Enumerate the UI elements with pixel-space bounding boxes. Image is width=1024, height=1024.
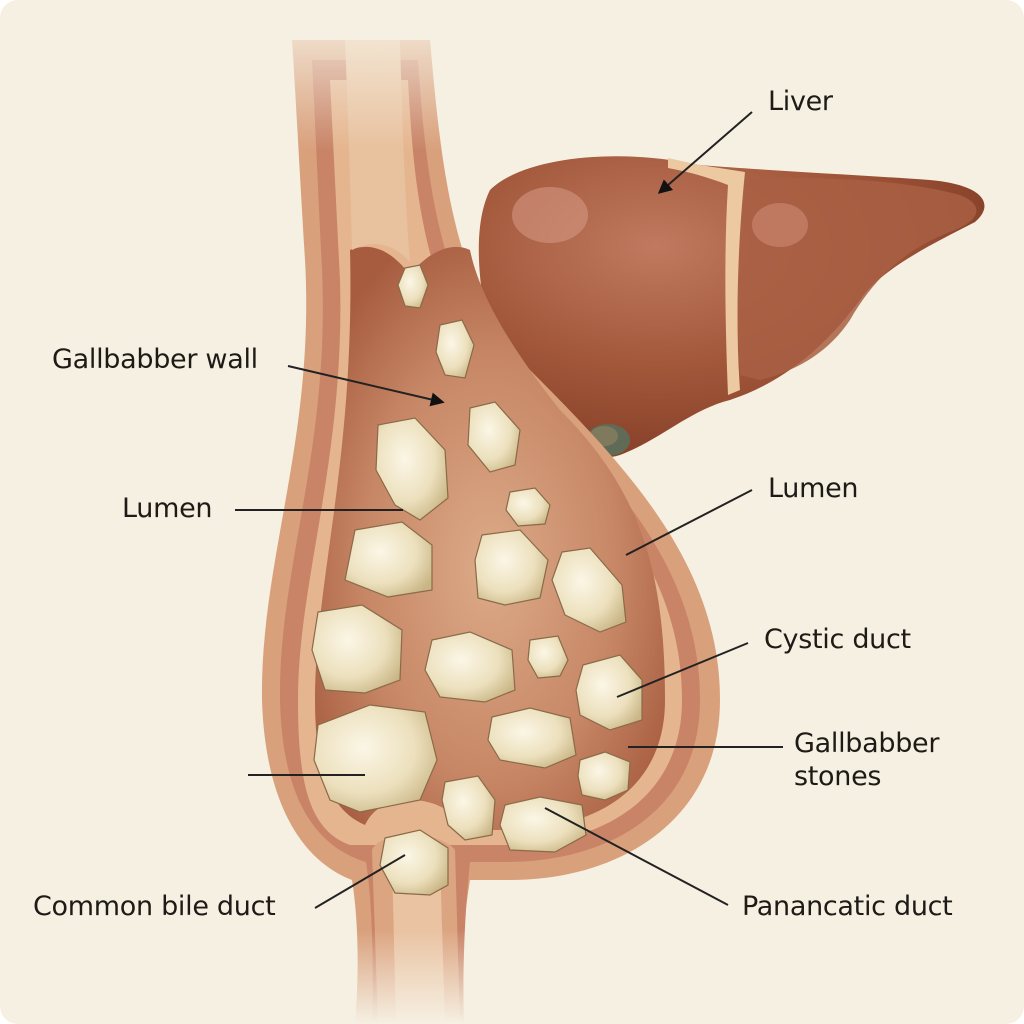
pancreatic-duct-leader bbox=[544, 807, 729, 906]
wall-arrow bbox=[287, 365, 445, 407]
label-lumen-left: Lumen bbox=[122, 493, 213, 524]
lumen-right-leader bbox=[625, 489, 753, 556]
cystic-duct-leader bbox=[616, 642, 749, 698]
liver-arrow bbox=[657, 111, 753, 194]
gallbladder bbox=[260, 0, 720, 1024]
label-cystic-duct: Cystic duct bbox=[764, 624, 911, 655]
label-gallbladder-stones: Gallbabber stones bbox=[794, 728, 940, 792]
common-bile-duct-leader bbox=[314, 854, 406, 909]
gallstones bbox=[311, 264, 643, 896]
label-lumen-right: Lumen bbox=[768, 473, 859, 504]
leader-lines bbox=[235, 111, 783, 909]
liver bbox=[478, 156, 985, 458]
label-liver: Liver bbox=[768, 86, 833, 117]
label-pancreatic-duct: Panancatic duct bbox=[742, 891, 953, 922]
label-common-bile-duct: Common bile duct bbox=[33, 891, 276, 922]
label-gallbladder-wall: Gallbabber wall bbox=[52, 344, 258, 375]
